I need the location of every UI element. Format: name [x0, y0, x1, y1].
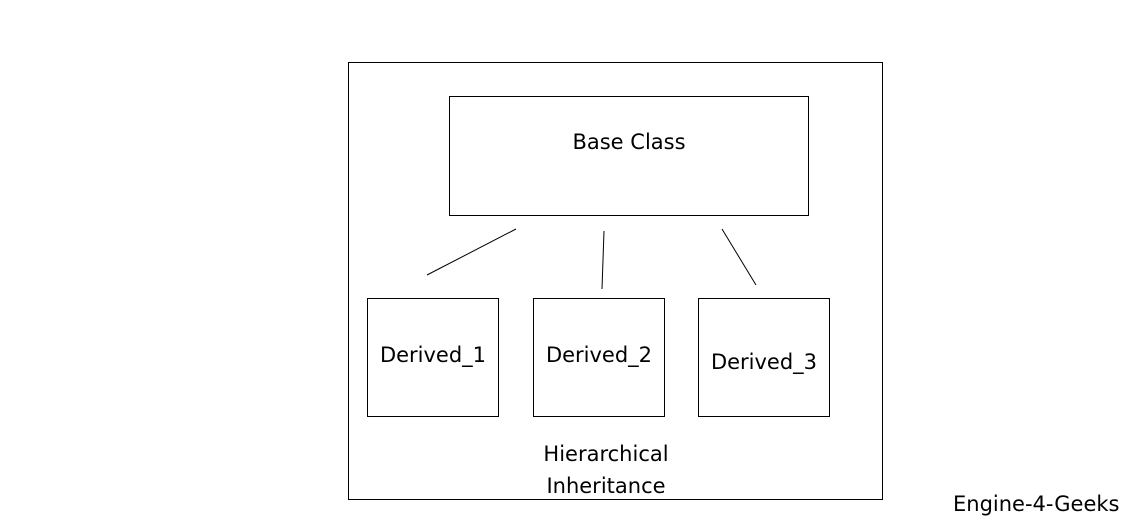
caption-line-1: Hierarchical: [543, 442, 669, 466]
diagram-caption: Hierarchical Inheritance: [506, 438, 706, 502]
base-class-box: Base Class: [449, 96, 809, 216]
derived-2-label: Derived_2: [545, 342, 653, 367]
derived-2-box: Derived_2: [533, 298, 665, 417]
diagram-frame: [348, 62, 883, 500]
caption-line-2: Inheritance: [546, 474, 666, 498]
derived-3-box: Derived_3: [698, 298, 830, 417]
derived-1-box: Derived_1: [367, 298, 499, 417]
watermark-text: Engine-4-Geeks: [953, 492, 1120, 516]
base-class-label: Base Class: [572, 130, 686, 154]
derived-1-label: Derived_1: [379, 342, 487, 367]
derived-3-label: Derived_3: [710, 349, 818, 374]
